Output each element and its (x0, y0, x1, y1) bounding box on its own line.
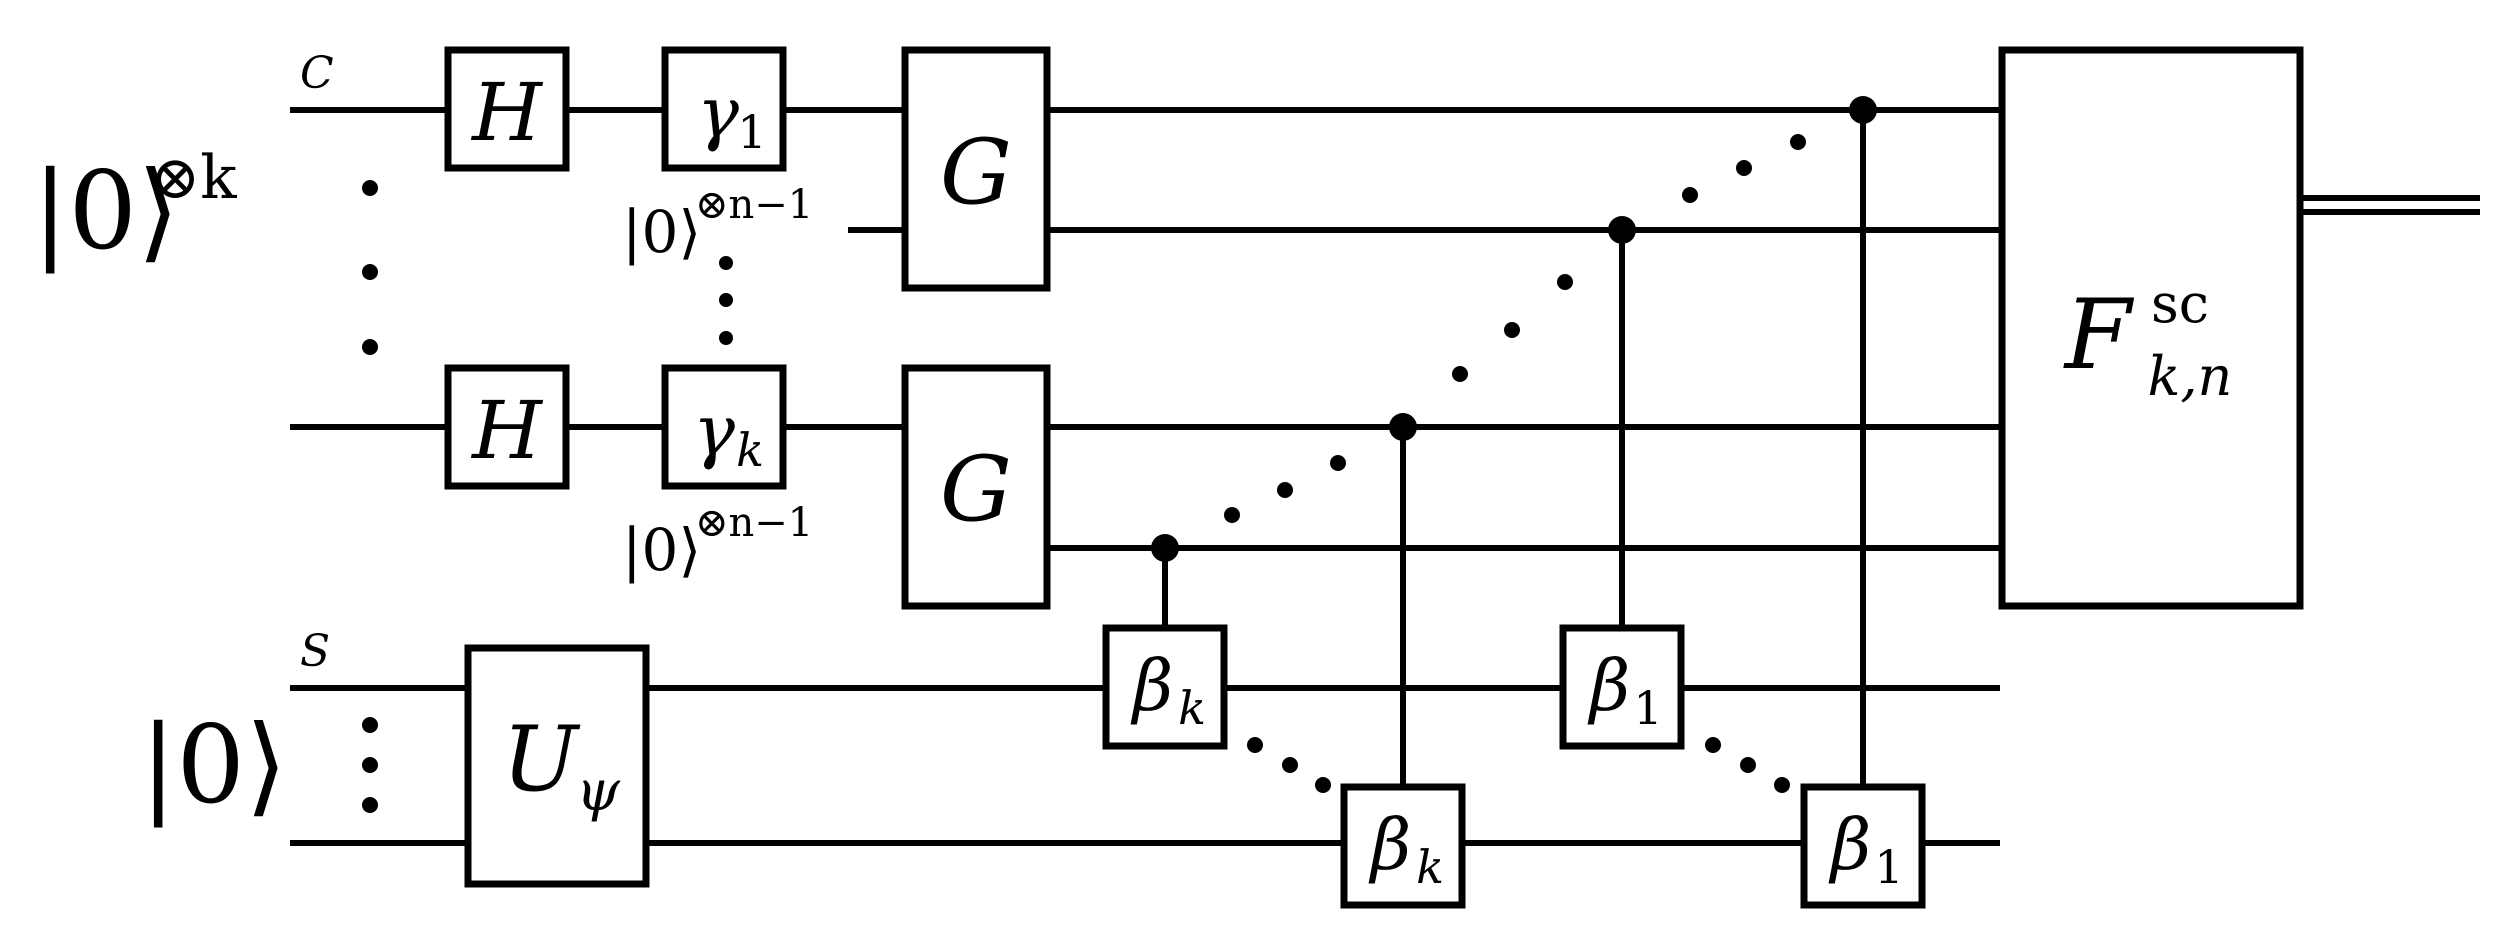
diagonal-ellipsis-dot (1736, 160, 1752, 176)
system-input-state: |0⟩ (140, 703, 287, 828)
control-lines (1162, 110, 1866, 787)
ancilla-bottom-power: ⊗n−1 (695, 500, 813, 546)
control-register-label: C (300, 48, 334, 99)
vertical-ellipsis-dot (362, 339, 378, 355)
diagonal-ellipsis-dot (1330, 455, 1346, 471)
diagonal-ellipsis-dot (1224, 507, 1240, 523)
u-psi-gate: U ψ (464, 644, 650, 888)
register-labels: C |0⟩ ⊗k S |0⟩ |0⟩ ⊗n−1 |0⟩ ⊗n−1 (32, 48, 813, 828)
gamma-k-sub: k (736, 423, 764, 477)
control-dots (1151, 96, 1877, 562)
vertical-ellipsis-dot (362, 264, 378, 280)
vertical-ellipsis-dot (362, 797, 378, 813)
final-f-base: F (2063, 279, 2135, 391)
final-f-sup: sc (2151, 272, 2209, 335)
ancilla-top-state: |0⟩ (622, 198, 701, 266)
vertical-ellipsis-dot (362, 757, 378, 773)
ancilla-bottom-state: |0⟩ (622, 516, 701, 584)
beta-1-sub: 1 (1874, 840, 1903, 894)
gamma-1-base: γ (697, 72, 739, 154)
diagonal-ellipsis-dot (1277, 482, 1293, 498)
beta-k-gate-top: β k (1102, 624, 1228, 750)
hadamard-label: H (470, 66, 544, 159)
g-gate-bottom: G (901, 364, 1051, 610)
diagonal-ellipsis-dot (1705, 737, 1721, 753)
g-label: G (940, 437, 1012, 542)
diagonal-ellipsis-dot (1504, 322, 1520, 338)
diagonal-ellipsis-dot (1247, 737, 1263, 753)
g-gate-top: G (901, 46, 1051, 292)
beta-k-sub: k (1416, 840, 1444, 894)
beta-1-base: β (1587, 645, 1630, 727)
system-register-label: S (300, 626, 330, 677)
gamma-1-gate: γ 1 (661, 46, 787, 172)
gamma-k-gate: γ k (661, 364, 787, 490)
vertical-ellipsis-dot (362, 717, 378, 733)
control-input-state: |0⟩ (32, 149, 179, 274)
gamma-1-sub: 1 (737, 105, 766, 159)
diagonal-ellipsis-dot (1557, 274, 1573, 290)
beta-k-base: β (1368, 804, 1411, 886)
hadamard-gate-top: H (444, 46, 570, 172)
vertical-ellipsis-dot (362, 180, 378, 196)
final-f-gate: F sc k,n (1998, 46, 2304, 610)
ellipsis-dots (362, 134, 1806, 813)
control-input-power: ⊗k (150, 143, 237, 213)
diagonal-ellipsis-dot (1740, 757, 1756, 773)
final-f-sub: k,n (2148, 345, 2233, 408)
control-dot (1151, 534, 1179, 562)
beta-1-sub: 1 (1633, 681, 1662, 735)
diagonal-ellipsis-dot (1282, 757, 1298, 773)
beta-k-base: β (1130, 645, 1173, 727)
beta-1-base: β (1828, 804, 1871, 886)
gamma-k-base: γ (693, 390, 735, 472)
vertical-ellipsis-dot (719, 293, 733, 307)
ancilla-top-power: ⊗n−1 (695, 182, 813, 228)
diagonal-ellipsis-dot (1452, 366, 1468, 382)
u-psi-base: U (502, 707, 581, 812)
g-label: G (940, 120, 1012, 225)
beta-k-sub: k (1178, 681, 1206, 735)
control-dot (1608, 216, 1636, 244)
control-dot (1849, 96, 1877, 124)
beta-1-gate-top: β 1 (1559, 624, 1685, 750)
vertical-ellipsis-dot (719, 256, 733, 270)
diagonal-ellipsis-dot (1315, 777, 1331, 793)
control-dot (1389, 413, 1417, 441)
u-psi-sub: ψ (576, 759, 621, 824)
beta-k-gate-bottom: β k (1340, 783, 1466, 909)
hadamard-gate-bottom: H (444, 364, 570, 490)
diagonal-ellipsis-dot (1774, 777, 1790, 793)
diagonal-ellipsis-dot (1790, 134, 1806, 150)
vertical-ellipsis-dot (719, 331, 733, 345)
beta-1-gate-bottom: β 1 (1800, 783, 1926, 909)
hadamard-label: H (470, 384, 544, 477)
diagonal-ellipsis-dot (1682, 187, 1698, 203)
